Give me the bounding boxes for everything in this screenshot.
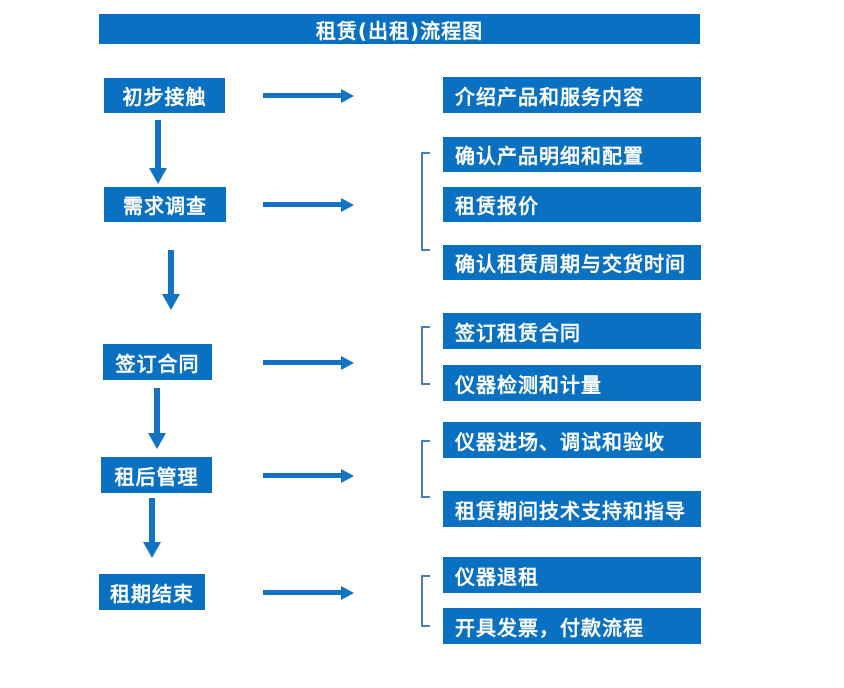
detail-box-sign-rental-contract: 签订租赁合同 <box>443 313 701 349</box>
stage-box-post-rental-management: 租后管理 <box>101 457 212 493</box>
stage-box-initial-contact: 初步接触 <box>104 78 225 113</box>
detail-box-introduce-products-services: 介绍产品和服务内容 <box>443 77 701 113</box>
bracket-group-demand-survey <box>421 152 430 251</box>
detail-box-rental-quotation: 租赁报价 <box>443 187 701 222</box>
bracket-group-sign-contract <box>421 326 430 385</box>
stage-box-demand-survey: 需求调查 <box>104 187 226 222</box>
stage-box-sign-contract: 签订合同 <box>103 344 212 380</box>
detail-box-instrument-setup-acceptance: 仪器进场、调试和验收 <box>443 422 701 458</box>
detail-box-invoice-payment-process: 开具发票，付款流程 <box>443 608 701 644</box>
detail-box-instrument-testing-metering: 仪器检测和计量 <box>443 365 701 401</box>
detail-box-rental-tech-support-guidance: 租赁期间技术支持和指导 <box>443 491 701 527</box>
bracket-group-post-rental-management <box>421 440 430 498</box>
detail-box-instrument-return: 仪器退租 <box>443 557 701 593</box>
detail-box-confirm-product-details-config: 确认产品明细和配置 <box>443 137 701 172</box>
detail-box-confirm-rental-period-delivery: 确认租赁周期与交货时间 <box>443 245 701 280</box>
flowchart-title: 租赁(出租)流程图 <box>99 14 700 44</box>
bracket-group-lease-end <box>421 575 430 627</box>
stage-box-lease-end: 租期结束 <box>99 574 205 610</box>
